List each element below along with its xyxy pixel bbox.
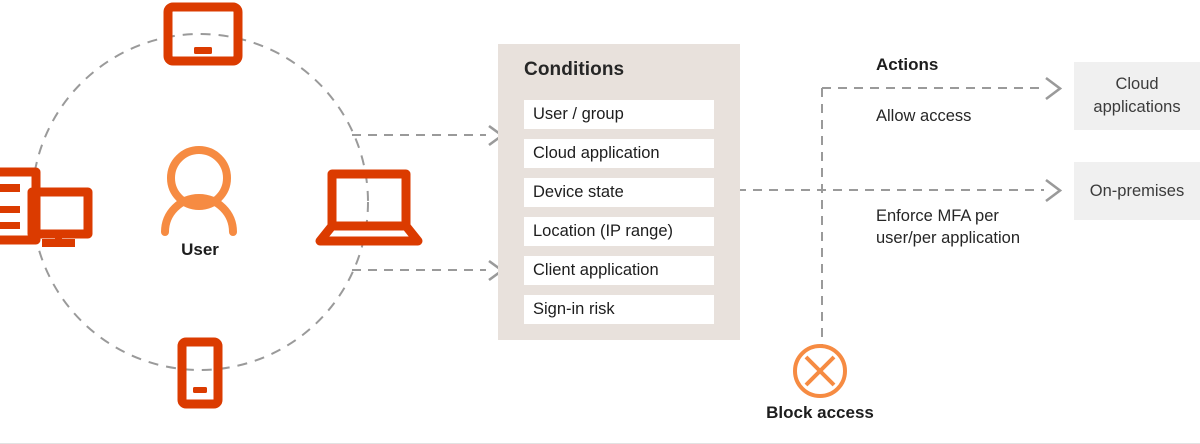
user-icon <box>161 146 237 236</box>
user-label: User <box>181 240 219 259</box>
conditions-panel: Conditions User / group Cloud applicatio… <box>498 44 740 340</box>
condition-row-user-group[interactable]: User / group <box>524 100 714 129</box>
block-access-label: Block access <box>766 403 874 422</box>
condition-row-cloud-application[interactable]: Cloud application <box>524 139 714 168</box>
conditions-title: Conditions <box>524 59 625 80</box>
block-access-icon <box>793 344 847 398</box>
condition-row-client-application[interactable]: Client application <box>524 256 714 285</box>
target-on-premises[interactable]: On-premises <box>1074 162 1200 220</box>
arrowhead-onpremises <box>1045 178 1063 203</box>
condition-row-device-state[interactable]: Device state <box>524 178 714 207</box>
desktop-server-icon <box>0 167 93 247</box>
allow-access-label: Allow access <box>876 107 972 125</box>
condition-row-sign-in-risk[interactable]: Sign-in risk <box>524 295 714 324</box>
phone-icon <box>177 337 223 409</box>
laptop-icon <box>315 169 423 246</box>
tablet-icon <box>163 2 243 66</box>
actions-title: Actions <box>876 55 939 74</box>
enforce-mfa-label: Enforce MFA per user/per application <box>876 207 1021 247</box>
arrowhead-cloud-applications <box>1045 76 1063 101</box>
conditions-list: User / group Cloud application Device st… <box>524 100 714 334</box>
condition-row-location-ip-range[interactable]: Location (IP range) <box>524 217 714 246</box>
target-cloud-applications[interactable]: Cloud applications <box>1074 62 1200 130</box>
